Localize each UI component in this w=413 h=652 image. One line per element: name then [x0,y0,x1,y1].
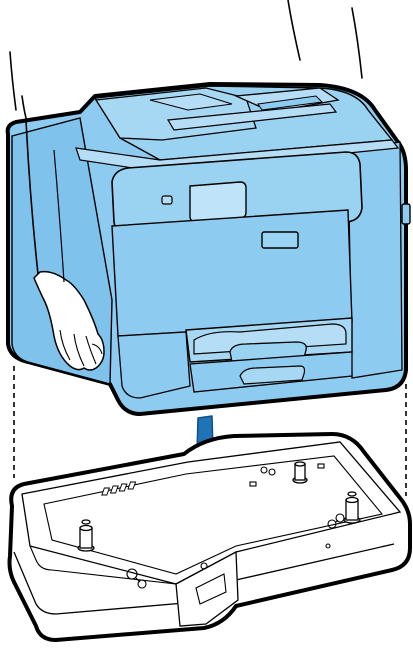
optional-paper-cassette-unit [0,434,410,640]
printer-front-body [112,210,352,336]
front-handle-slot [262,232,298,248]
lcd-screen-icon [190,182,246,222]
panel-button-icon [162,196,172,204]
paper-cassette [118,332,190,398]
